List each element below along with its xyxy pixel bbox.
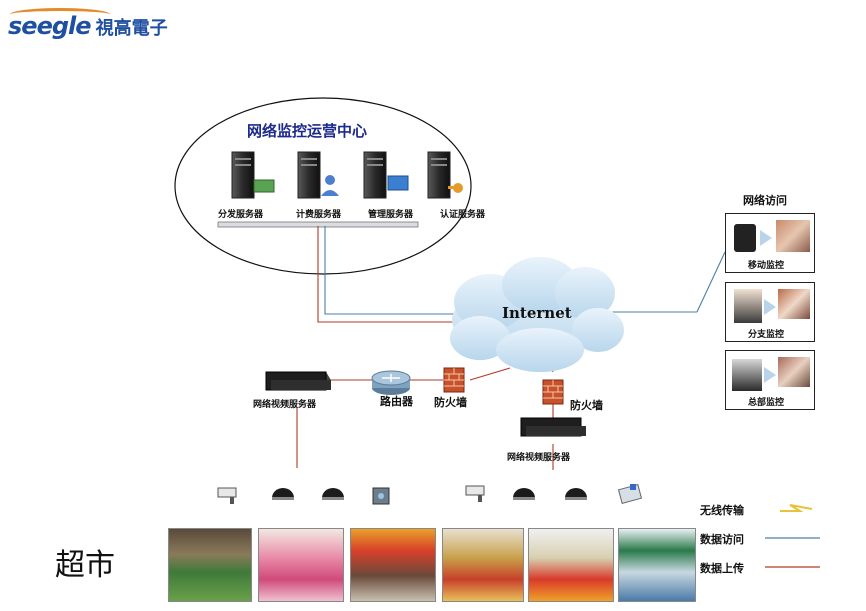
person-thumb xyxy=(734,289,762,323)
arrow-icon xyxy=(760,230,772,246)
video-server-left xyxy=(265,371,331,391)
legend-wireless-line xyxy=(780,504,813,512)
logo-cn: 視高電子 xyxy=(95,18,168,39)
store-thumb xyxy=(776,220,810,252)
line-firewall-cloud xyxy=(469,367,511,381)
router-icon xyxy=(371,370,411,395)
supermarket-photo-2 xyxy=(258,528,344,602)
server-tower-3 xyxy=(363,151,409,199)
line-center-blue xyxy=(324,226,460,315)
internet-cloud xyxy=(450,257,624,372)
remote-panel-hq: 总部监控 xyxy=(725,350,815,410)
monitor-icon xyxy=(387,175,409,191)
remote-access-title: 网络访问 xyxy=(743,194,787,207)
supermarket-photo-5 xyxy=(528,528,614,602)
legend-access-label: 数据访问 xyxy=(700,533,744,546)
camera-dome-3 xyxy=(513,488,535,500)
remote-panel-branch: 分支监控 xyxy=(725,282,815,342)
firewall-left-icon xyxy=(443,367,465,393)
video-server-right-label: 网络视频服务器 xyxy=(507,453,571,463)
firewall-left-label: 防火墙 xyxy=(434,396,467,409)
server-tower-2 xyxy=(297,151,339,199)
remote-label-hq: 总部监控 xyxy=(748,398,785,408)
camera-wireless-right xyxy=(617,484,643,504)
phone-icon xyxy=(734,224,756,252)
line-remote-branch xyxy=(696,251,726,313)
server-tower-4 xyxy=(427,151,463,199)
internet-label: Internet xyxy=(502,304,572,322)
server-label-billing: 计费服务器 xyxy=(296,210,342,220)
user-icon xyxy=(325,175,335,185)
router-label: 路由器 xyxy=(380,395,413,408)
arrow-icon xyxy=(764,299,776,315)
logo-swoosh xyxy=(10,8,110,21)
ops-center-ellipse xyxy=(174,97,472,275)
store-thumb xyxy=(778,357,810,387)
camera-dome-2 xyxy=(322,488,344,500)
ops-center-title: 网络监控运营中心 xyxy=(247,122,368,140)
legend-wireless-label: 无线传输 xyxy=(700,504,744,517)
supermarket-photo-4 xyxy=(442,528,524,602)
supermarket-photo-3 xyxy=(350,528,436,602)
supermarket-photo-6 xyxy=(618,528,696,602)
remote-label-mobile: 移动监控 xyxy=(748,261,785,271)
server-label-distribution: 分发服务器 xyxy=(218,210,264,220)
person-thumb xyxy=(732,359,762,391)
legend-upload-label: 数据上传 xyxy=(700,562,744,575)
money-icon xyxy=(253,179,275,193)
remote-label-branch: 分支监控 xyxy=(748,330,785,340)
arrow-icon xyxy=(764,367,776,383)
camera-sensor-left xyxy=(372,487,390,505)
camera-dome-4 xyxy=(565,488,587,500)
video-server-left-label: 网络视频服务器 xyxy=(253,400,317,410)
video-server-right xyxy=(520,417,586,437)
supermarket-photo-1 xyxy=(168,528,252,602)
camera-bullet-left xyxy=(217,487,237,504)
server-tower-1 xyxy=(231,151,275,199)
server-label-management: 管理服务器 xyxy=(368,210,414,220)
line-center-red xyxy=(317,226,460,323)
camera-bullet-right xyxy=(465,485,485,502)
remote-panel-mobile: 移动监控 xyxy=(725,213,815,273)
scene-label: 超市 xyxy=(55,548,115,583)
camera-dome-1 xyxy=(272,488,294,500)
firewall-right-label: 防火墙 xyxy=(570,399,603,412)
firewall-right-icon xyxy=(542,379,564,405)
store-thumb xyxy=(778,289,810,319)
server-label-auth: 认证服务器 xyxy=(440,210,486,220)
